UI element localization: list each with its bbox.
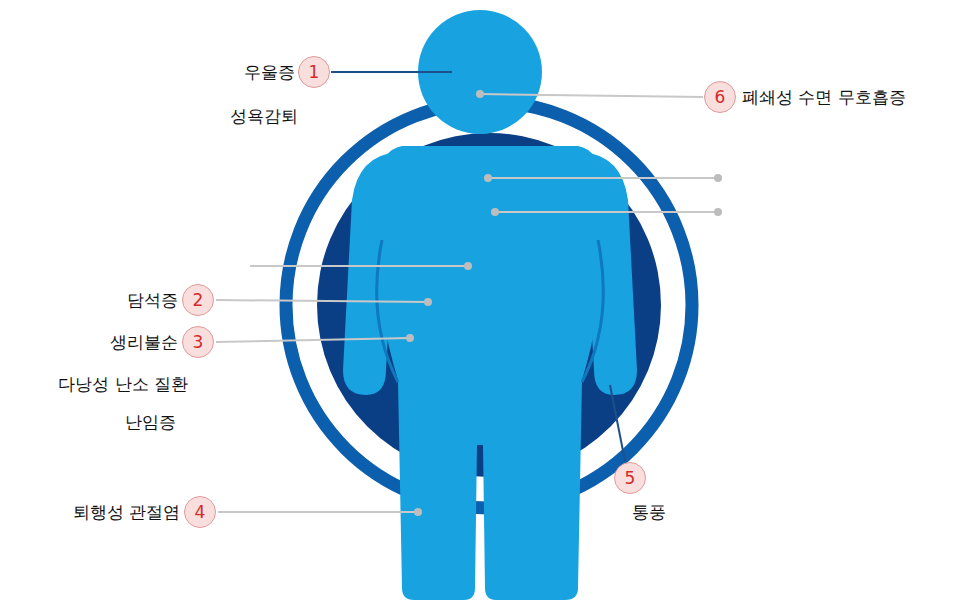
disease-label: 우울증: [244, 62, 295, 82]
callout-number: 1: [298, 56, 330, 88]
torso: [377, 146, 604, 600]
belly-contour: [377, 240, 398, 382]
disease-label: 다낭성 난소 질환: [58, 374, 188, 394]
callout-number: 5: [614, 462, 646, 494]
callout-number: 4: [184, 496, 216, 528]
callout-number: 6: [704, 81, 736, 113]
callout-number: 2: [182, 284, 214, 316]
disease-label: 퇴행성 관절염: [73, 502, 180, 522]
belly-contour: [582, 240, 603, 382]
disease-label: 성욕감퇴: [230, 106, 298, 126]
disease-label: 담석증: [127, 290, 178, 310]
leader-lines: [216, 72, 716, 512]
callout-number: 3: [182, 326, 214, 358]
disease-label: 통풍: [632, 502, 666, 522]
disease-label: 생리불순: [110, 332, 178, 352]
disease-label: 폐쇄성 수면 무호흡증: [742, 87, 906, 107]
leader-dots: [406, 90, 722, 516]
disease-label: 난임증: [125, 412, 176, 432]
